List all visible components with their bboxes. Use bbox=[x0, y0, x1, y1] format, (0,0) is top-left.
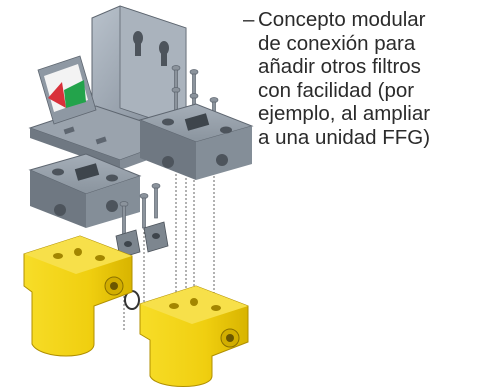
adapter-block-right bbox=[138, 103, 254, 180]
filter-housing-right bbox=[139, 285, 249, 387]
description-line-6: a una unidad FFG) bbox=[258, 125, 431, 149]
description-line-4: con facilidad (por bbox=[258, 78, 415, 102]
description-line-5: ejemplo, al ampliar bbox=[258, 102, 431, 126]
bullet-dash: – bbox=[243, 8, 255, 31]
description-line-3: añadir otros filtros bbox=[258, 55, 421, 79]
feature-description: – Concepto modular de conexión para añad… bbox=[243, 8, 476, 150]
filter-housing-left bbox=[23, 235, 133, 357]
description-line-1: Concepto modular bbox=[258, 8, 426, 31]
description-line-2: de conexión para bbox=[258, 31, 416, 55]
adapter-block-left bbox=[28, 153, 142, 228]
connector-clamps bbox=[115, 183, 169, 259]
